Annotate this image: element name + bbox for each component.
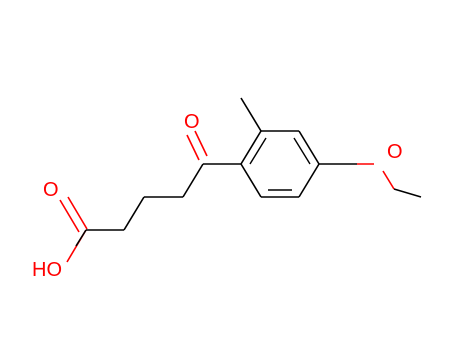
ring-bond-1 <box>240 130 262 165</box>
ring-inner-bond-2 <box>293 137 311 165</box>
bond-hydroxyl-carbon-black <box>75 229 87 247</box>
bond-c2-c3 <box>123 196 145 231</box>
bond-acid-double-1 <box>59 199 80 233</box>
ring-bond-3 <box>298 130 320 165</box>
ring-bond-6 <box>240 163 262 198</box>
bond-methoxy-red-2 <box>382 170 395 190</box>
bond-methoxy-carbon <box>393 188 422 198</box>
bond-methyl <box>240 97 262 132</box>
ring-inner-bond-1 <box>249 137 267 165</box>
bond-ketone-double-2 <box>194 130 208 157</box>
keto-oxygen-label: O <box>184 111 200 133</box>
methoxy-oxygen-label: O <box>387 141 403 163</box>
hydroxyl-label: HO <box>32 259 62 281</box>
bond-acid-double-2 <box>67 196 88 230</box>
bond-c4-ketone <box>182 163 204 198</box>
bond-ketone-double-1 <box>186 134 200 161</box>
ring-bond-4 <box>298 163 320 198</box>
acid-oxygen-label: O <box>43 179 59 201</box>
